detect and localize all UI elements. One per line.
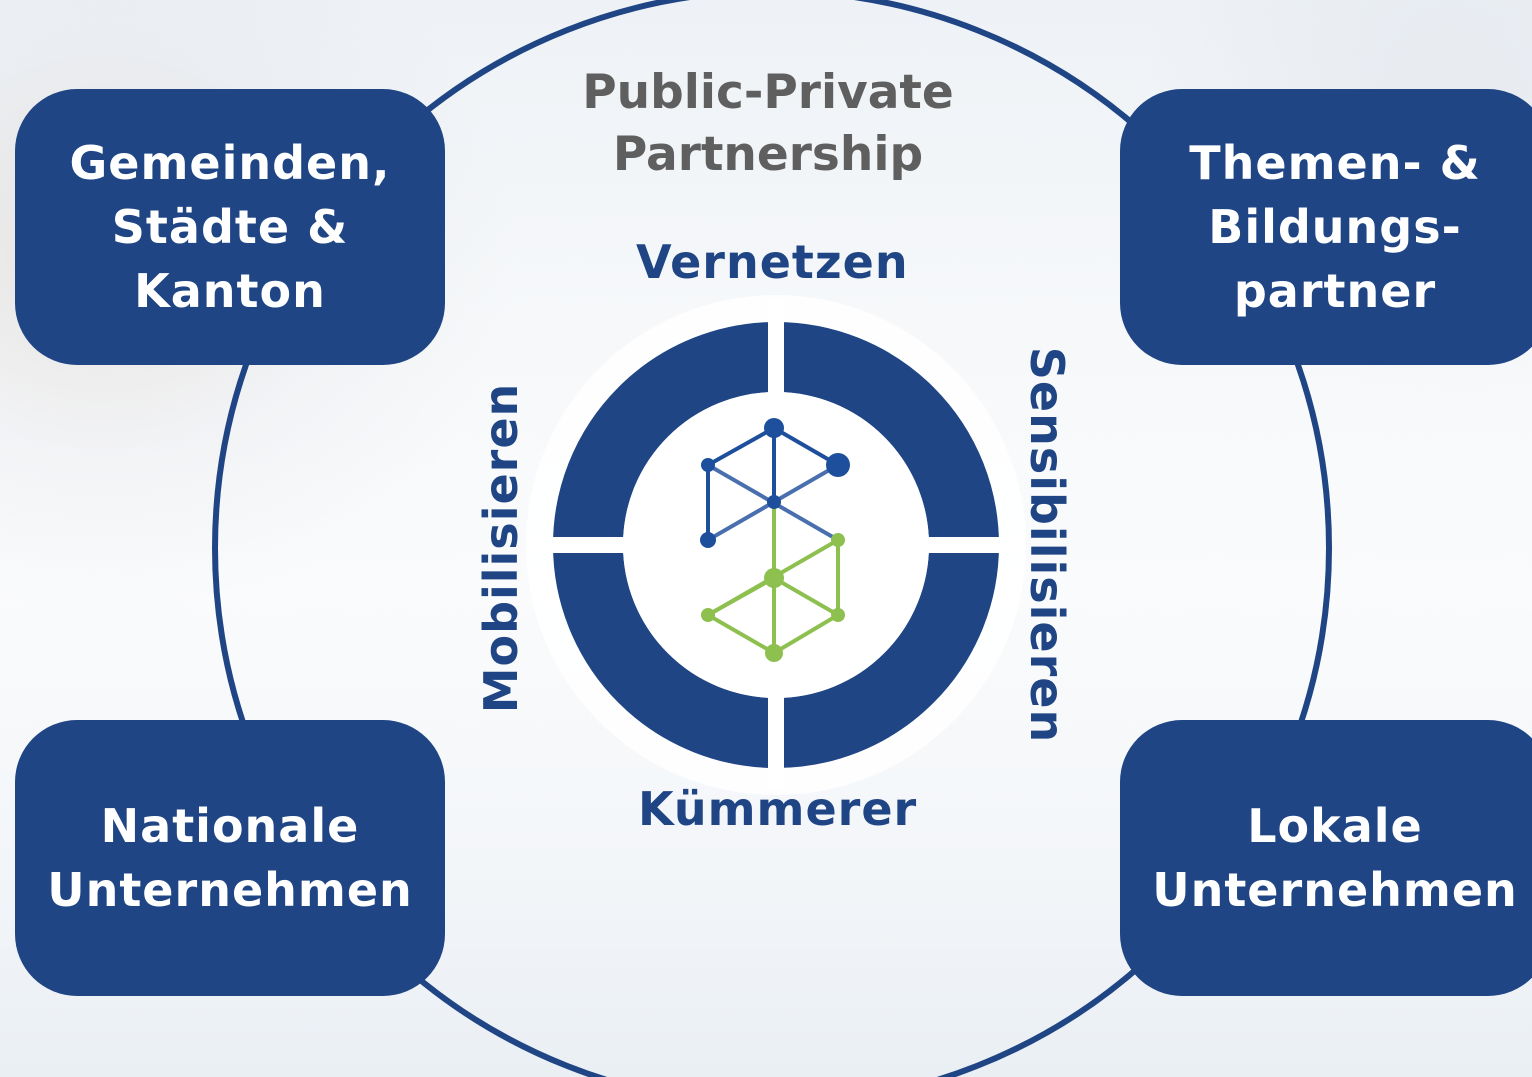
ppp-heading: Public-Private Partnership xyxy=(582,65,954,182)
partner-label: Gemeinden, Städte & Kanton xyxy=(69,136,391,318)
activity-label-left: Mobilisieren xyxy=(474,382,528,714)
partner-box-municipalities: Gemeinden, Städte & Kanton xyxy=(15,89,445,365)
activity-label-bottom: Kümmerer xyxy=(638,782,918,836)
partner-label: Themen- & Bildungs- partner xyxy=(1189,136,1481,318)
partner-box-national-companies: Nationale Unternehmen xyxy=(15,720,445,996)
partner-box-education-partners: Themen- & Bildungs- partner xyxy=(1120,89,1532,365)
partner-label: Nationale Unternehmen xyxy=(47,799,413,917)
network-cube-logo-icon xyxy=(700,418,850,662)
partner-label: Lokale Unternehmen xyxy=(1152,799,1518,917)
partner-box-local-companies: Lokale Unternehmen xyxy=(1120,720,1532,996)
activity-label-right: Sensibilisieren xyxy=(1020,346,1074,744)
outer-ring xyxy=(212,0,1332,1077)
activity-label-top: Vernetzen xyxy=(636,235,909,289)
